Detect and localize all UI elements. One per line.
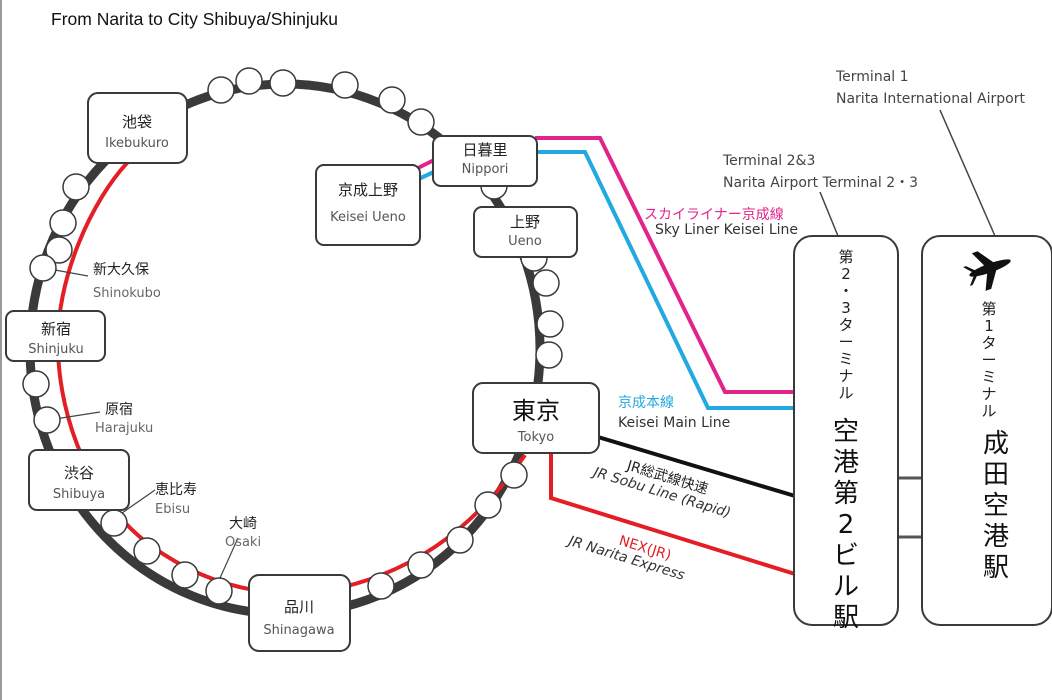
- station-shibuya-en: Shibuya: [53, 487, 105, 502]
- station-nippori-jp: 日暮里: [462, 141, 507, 159]
- t1-label-line1: Terminal 1: [835, 69, 909, 85]
- skyliner-label-en: Sky Liner Keisei Line: [655, 222, 798, 238]
- station-box-ikebukuro: [87, 92, 188, 164]
- t1-callout-line: [939, 109, 996, 237]
- station-shinjuku-jp: 新宿: [41, 320, 71, 338]
- skyliner-label-jp: スカイライナー京成線: [644, 207, 784, 223]
- t23-callout-line: [819, 191, 839, 237]
- station-shinagawa-jp: 品川: [284, 598, 314, 616]
- leader-line: [54, 269, 89, 277]
- station-box-nippori: [432, 135, 538, 187]
- t23-label-line1: Terminal 2&3: [722, 153, 815, 169]
- leader-line: [54, 411, 101, 420]
- station-shibuya-jp: 渋谷: [64, 464, 94, 482]
- station-box-shinagawa: [248, 574, 351, 652]
- terminal-box-t23: [793, 235, 899, 626]
- page-title: From Narita to City Shibuya/Shinjuku: [51, 9, 338, 29]
- station-ebisu-en: Ebisu: [155, 502, 190, 517]
- station-ikebukuro-jp: 池袋: [122, 113, 152, 131]
- station-box-ueno: [473, 206, 578, 258]
- station-tokyo-jp: 東京: [512, 397, 560, 425]
- station-osaki-en: Osaki: [225, 535, 261, 550]
- leader-line: [219, 537, 239, 579]
- station-box-shinjuku: [5, 310, 106, 362]
- sobu-route: [597, 435, 796, 498]
- terminal-box-t1: [921, 235, 1052, 626]
- station-box-keisei-ueno: [315, 164, 421, 246]
- station-shinokubo-en: Shinokubo: [93, 286, 161, 301]
- station-nippori-en: Nippori: [462, 162, 509, 177]
- station-ebisu-jp: 恵比寿: [155, 481, 197, 498]
- station-harajuku-en: Harajuku: [95, 421, 153, 436]
- station-shinagawa-en: Shinagawa: [263, 623, 334, 638]
- station-ueno-en: Ueno: [508, 234, 542, 249]
- left-border: [0, 0, 2, 700]
- station-harajuku-jp: 原宿: [105, 401, 133, 418]
- keisei-main-label-jp: 京成本線: [618, 395, 674, 411]
- station-ueno-jp: 上野: [510, 213, 540, 231]
- station-ikebukuro-en: Ikebukuro: [105, 136, 169, 151]
- terminal-t1-station-name: 成田空港駅: [983, 429, 1009, 583]
- t1-label-line2: Narita International Airport: [836, 91, 1025, 107]
- station-keisei-ueno-jp: 京成上野: [338, 181, 398, 199]
- t23-label-line2: Narita Airport Terminal 2・3: [723, 175, 918, 191]
- station-osaki-jp: 大崎: [229, 516, 257, 532]
- station-box-tokyo: [472, 382, 600, 454]
- nex-route: [549, 452, 796, 576]
- station-shinjuku-en: Shinjuku: [28, 342, 84, 357]
- station-tokyo-en: Tokyo: [517, 430, 554, 445]
- airplane-icon: [963, 251, 1011, 291]
- station-box-shibuya: [28, 449, 130, 511]
- keisei-main-label-en: Keisei Main Line: [618, 415, 730, 431]
- station-keisei-ueno-en: Keisei Ueno: [330, 210, 406, 225]
- station-dots: [22, 67, 564, 605]
- station-shinokubo-jp: 新大久保: [93, 262, 149, 278]
